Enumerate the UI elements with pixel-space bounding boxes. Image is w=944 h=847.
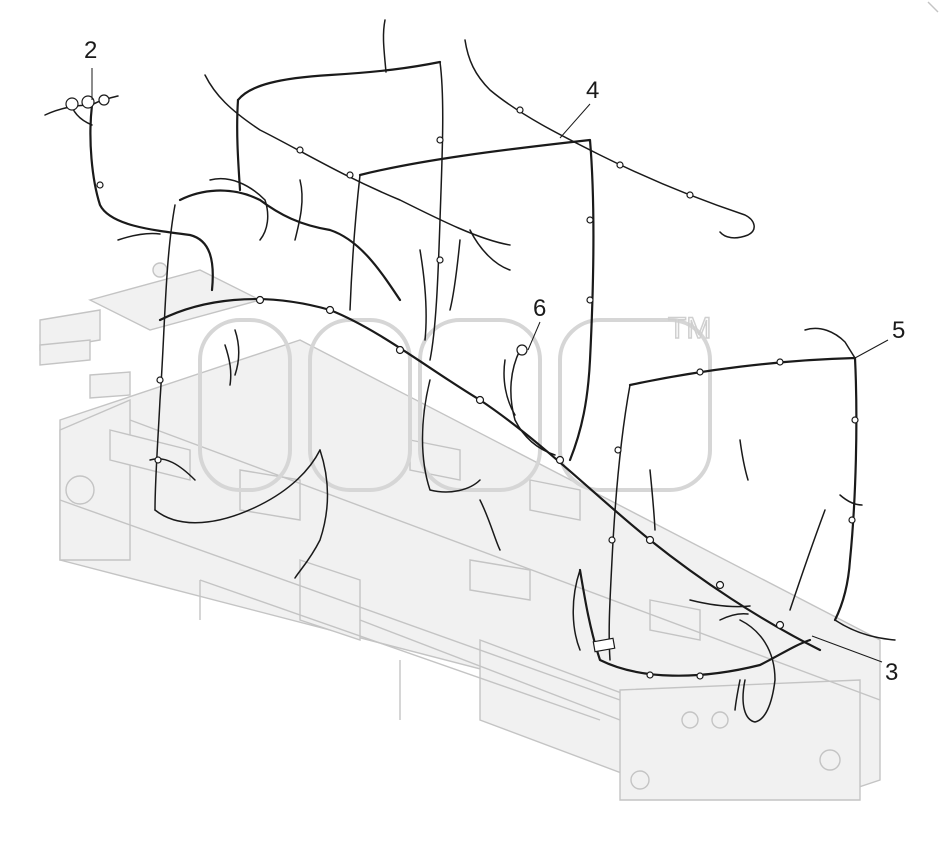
harness-5 [608, 327, 896, 661]
callout-3: 3 [885, 659, 898, 686]
callout-5: 5 [892, 317, 905, 344]
harness-6 [503, 344, 556, 456]
callout-leaders [91, 68, 889, 663]
harness-clips [96, 106, 859, 680]
chassis-frame [39, 262, 881, 801]
harness-2 [44, 94, 214, 292]
callout-2: 2 [84, 37, 97, 64]
callout-labels: 2 4 6 5 3 [84, 37, 905, 686]
harness-3 [572, 509, 826, 723]
watermark-logo: TM [198, 311, 712, 492]
callout-4: 4 [586, 77, 599, 104]
corner-mark [927, 1, 939, 13]
callout-6: 6 [533, 295, 546, 322]
harness-4 [204, 19, 755, 462]
trademark-symbol: TM [668, 312, 711, 345]
